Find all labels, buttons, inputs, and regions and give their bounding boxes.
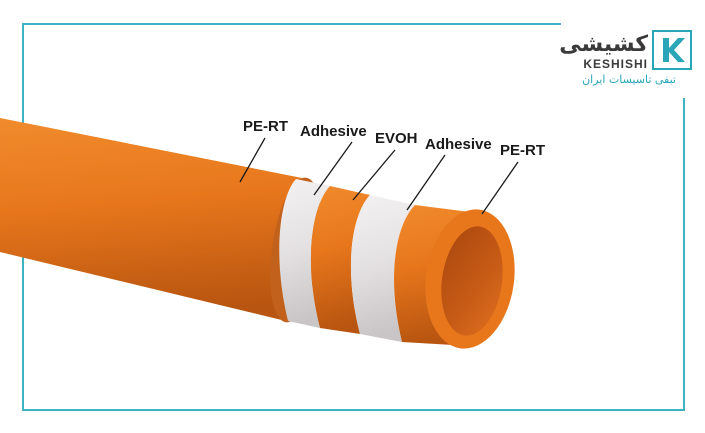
- leader-inner-pe-rt: [481, 161, 519, 215]
- brand-logo: کشیشی KESHISHI تبفی تاسیسات ایران: [559, 26, 698, 96]
- leader-adhesive-1: [313, 141, 353, 196]
- leader-outer-pe-rt: [239, 137, 266, 183]
- evoh-layer: [310, 186, 370, 334]
- frame-right-line: [683, 98, 685, 411]
- frame-bottom-line: [22, 409, 684, 411]
- pipe-bore: [441, 226, 503, 336]
- label-adhesive-1: Adhesive: [300, 123, 367, 140]
- leader-evoh: [352, 149, 396, 201]
- label-outer-pe-rt: PE-RT: [243, 118, 288, 135]
- logo-name-fa: کشیشی: [559, 32, 648, 57]
- k-letter-icon: [652, 30, 692, 70]
- outer-pe-rt-layer: [0, 118, 302, 322]
- leader-adhesive-2: [406, 154, 446, 211]
- logo-name-en: KESHISHI: [583, 57, 648, 71]
- adhesive-layer-2: [350, 195, 415, 342]
- label-evoh: EVOH: [375, 130, 418, 147]
- label-inner-pe-rt: PE-RT: [500, 142, 545, 159]
- label-adhesive-2: Adhesive: [425, 136, 492, 153]
- frame-top-line: [22, 23, 561, 25]
- adhesive-layer-1: [279, 179, 330, 328]
- logo-tagline: تبفی تاسیسات ایران: [582, 73, 676, 86]
